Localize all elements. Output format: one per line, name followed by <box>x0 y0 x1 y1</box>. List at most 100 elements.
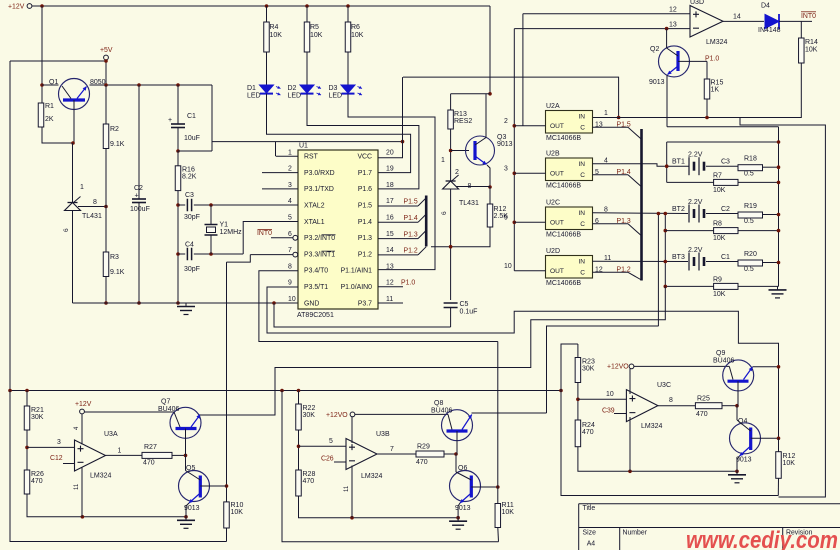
svg-text:9013: 9013 <box>455 505 471 512</box>
svg-text:R26: R26 <box>31 471 44 478</box>
svg-text:17: 17 <box>386 198 394 205</box>
svg-text:4: 4 <box>74 426 80 430</box>
svg-text:1K: 1K <box>711 87 720 94</box>
svg-text:16: 16 <box>386 215 394 222</box>
svg-text:P1.5: P1.5 <box>404 199 418 206</box>
svg-text:LED: LED <box>288 93 302 100</box>
svg-text:LM324: LM324 <box>90 473 112 480</box>
svg-text:+12V: +12V <box>8 4 25 11</box>
svg-text:R12: R12 <box>494 206 507 213</box>
svg-text:P3.2/INT0: P3.2/INT0 <box>304 235 335 242</box>
svg-text:R11: R11 <box>502 502 514 509</box>
svg-text:C2: C2 <box>721 206 730 213</box>
svg-text:Number: Number <box>623 530 648 537</box>
svg-text:2.2V: 2.2V <box>688 247 703 254</box>
svg-text:9.1K: 9.1K <box>110 141 125 148</box>
svg-text:INT0: INT0 <box>257 230 272 237</box>
svg-text:C: C <box>580 221 585 228</box>
svg-text:+: + <box>168 117 172 124</box>
svg-text:U2B: U2B <box>546 151 560 158</box>
svg-text:10K: 10K <box>783 460 796 467</box>
svg-text:Q9: Q9 <box>716 350 725 357</box>
svg-text:5: 5 <box>329 438 333 445</box>
svg-text:TL431: TL431 <box>82 213 102 220</box>
svg-text:18: 18 <box>386 182 394 189</box>
svg-text:R29: R29 <box>417 444 430 451</box>
svg-text:8: 8 <box>288 263 292 270</box>
svg-text:R4: R4 <box>270 24 279 31</box>
svg-text:P1.2: P1.2 <box>358 251 372 258</box>
svg-text:+12V: +12V <box>75 401 92 408</box>
svg-text:R14: R14 <box>805 39 818 46</box>
svg-text:C2: C2 <box>134 185 143 192</box>
svg-text:0.1uF: 0.1uF <box>460 309 478 316</box>
svg-text:R1: R1 <box>45 103 54 110</box>
svg-text:BU406: BU406 <box>713 358 735 365</box>
svg-text:Q2: Q2 <box>650 46 659 53</box>
svg-text:AT89C2051: AT89C2051 <box>297 312 334 319</box>
svg-text:R9: R9 <box>713 276 722 283</box>
svg-text:P1.3: P1.3 <box>617 218 631 225</box>
svg-text:+5V: +5V <box>100 47 113 54</box>
svg-text:470: 470 <box>31 478 43 485</box>
svg-text:10K: 10K <box>231 509 244 516</box>
svg-text:R28: R28 <box>303 471 316 478</box>
svg-text:470: 470 <box>303 478 315 485</box>
svg-text:2.2V: 2.2V <box>688 152 703 159</box>
svg-text:10: 10 <box>606 391 614 398</box>
svg-text:R22: R22 <box>303 405 316 412</box>
svg-text:+12VO: +12VO <box>326 412 348 419</box>
svg-text:P1.5: P1.5 <box>358 203 372 210</box>
svg-text:12: 12 <box>669 7 677 14</box>
svg-text:D3: D3 <box>329 85 338 92</box>
svg-text:LM324: LM324 <box>361 473 383 480</box>
svg-text:1: 1 <box>441 157 445 164</box>
svg-text:R10: R10 <box>231 502 244 509</box>
svg-text:10K: 10K <box>713 187 726 194</box>
svg-text:D2: D2 <box>288 85 297 92</box>
svg-text:11: 11 <box>74 483 80 490</box>
svg-text:11: 11 <box>604 255 611 262</box>
svg-text:MC14066B: MC14066B <box>546 280 581 287</box>
svg-text:U3D: U3D <box>690 0 704 6</box>
svg-text:10K: 10K <box>713 235 726 242</box>
svg-text:9: 9 <box>288 280 292 287</box>
svg-text:2K: 2K <box>45 116 54 123</box>
svg-text:LED: LED <box>247 93 261 100</box>
svg-text:C: C <box>580 172 585 179</box>
svg-text:R7: R7 <box>713 172 722 179</box>
svg-text:Q6: Q6 <box>458 465 467 472</box>
svg-text:R2: R2 <box>110 126 119 133</box>
svg-text:P3.1/TXD: P3.1/TXD <box>304 186 334 193</box>
svg-text:6: 6 <box>595 218 599 225</box>
svg-text:P1.6: P1.6 <box>358 186 372 193</box>
svg-text:Y1: Y1 <box>220 222 229 229</box>
svg-text:2: 2 <box>455 169 459 176</box>
svg-text:R6: R6 <box>351 24 360 31</box>
svg-text:10: 10 <box>288 296 296 303</box>
svg-text:C1: C1 <box>721 254 730 261</box>
svg-text:30K: 30K <box>31 414 44 421</box>
svg-text:2.2V: 2.2V <box>688 199 703 206</box>
svg-text:C4: C4 <box>185 242 194 249</box>
svg-text:30K: 30K <box>303 412 316 419</box>
svg-text:GND: GND <box>304 300 319 307</box>
svg-text:RST: RST <box>304 154 319 161</box>
svg-text:11: 11 <box>386 296 393 303</box>
svg-text:Q5: Q5 <box>186 465 195 472</box>
svg-text:8: 8 <box>604 206 608 213</box>
svg-text:P1.5: P1.5 <box>617 121 631 128</box>
svg-text:C3: C3 <box>185 192 194 199</box>
svg-text:XTAL1: XTAL1 <box>304 219 325 226</box>
svg-text:1: 1 <box>604 110 608 117</box>
svg-text:R21: R21 <box>31 407 44 414</box>
svg-text:LM324: LM324 <box>641 423 663 430</box>
svg-text:Size: Size <box>583 530 597 537</box>
svg-text:R20: R20 <box>744 251 757 258</box>
svg-text:P1.0/AIN0: P1.0/AIN0 <box>341 284 373 291</box>
svg-text:13: 13 <box>386 263 394 270</box>
svg-text:D4: D4 <box>761 3 770 10</box>
svg-text:XTAL2: XTAL2 <box>304 203 325 210</box>
svg-text:R16: R16 <box>182 167 195 174</box>
svg-text:19: 19 <box>386 166 394 173</box>
